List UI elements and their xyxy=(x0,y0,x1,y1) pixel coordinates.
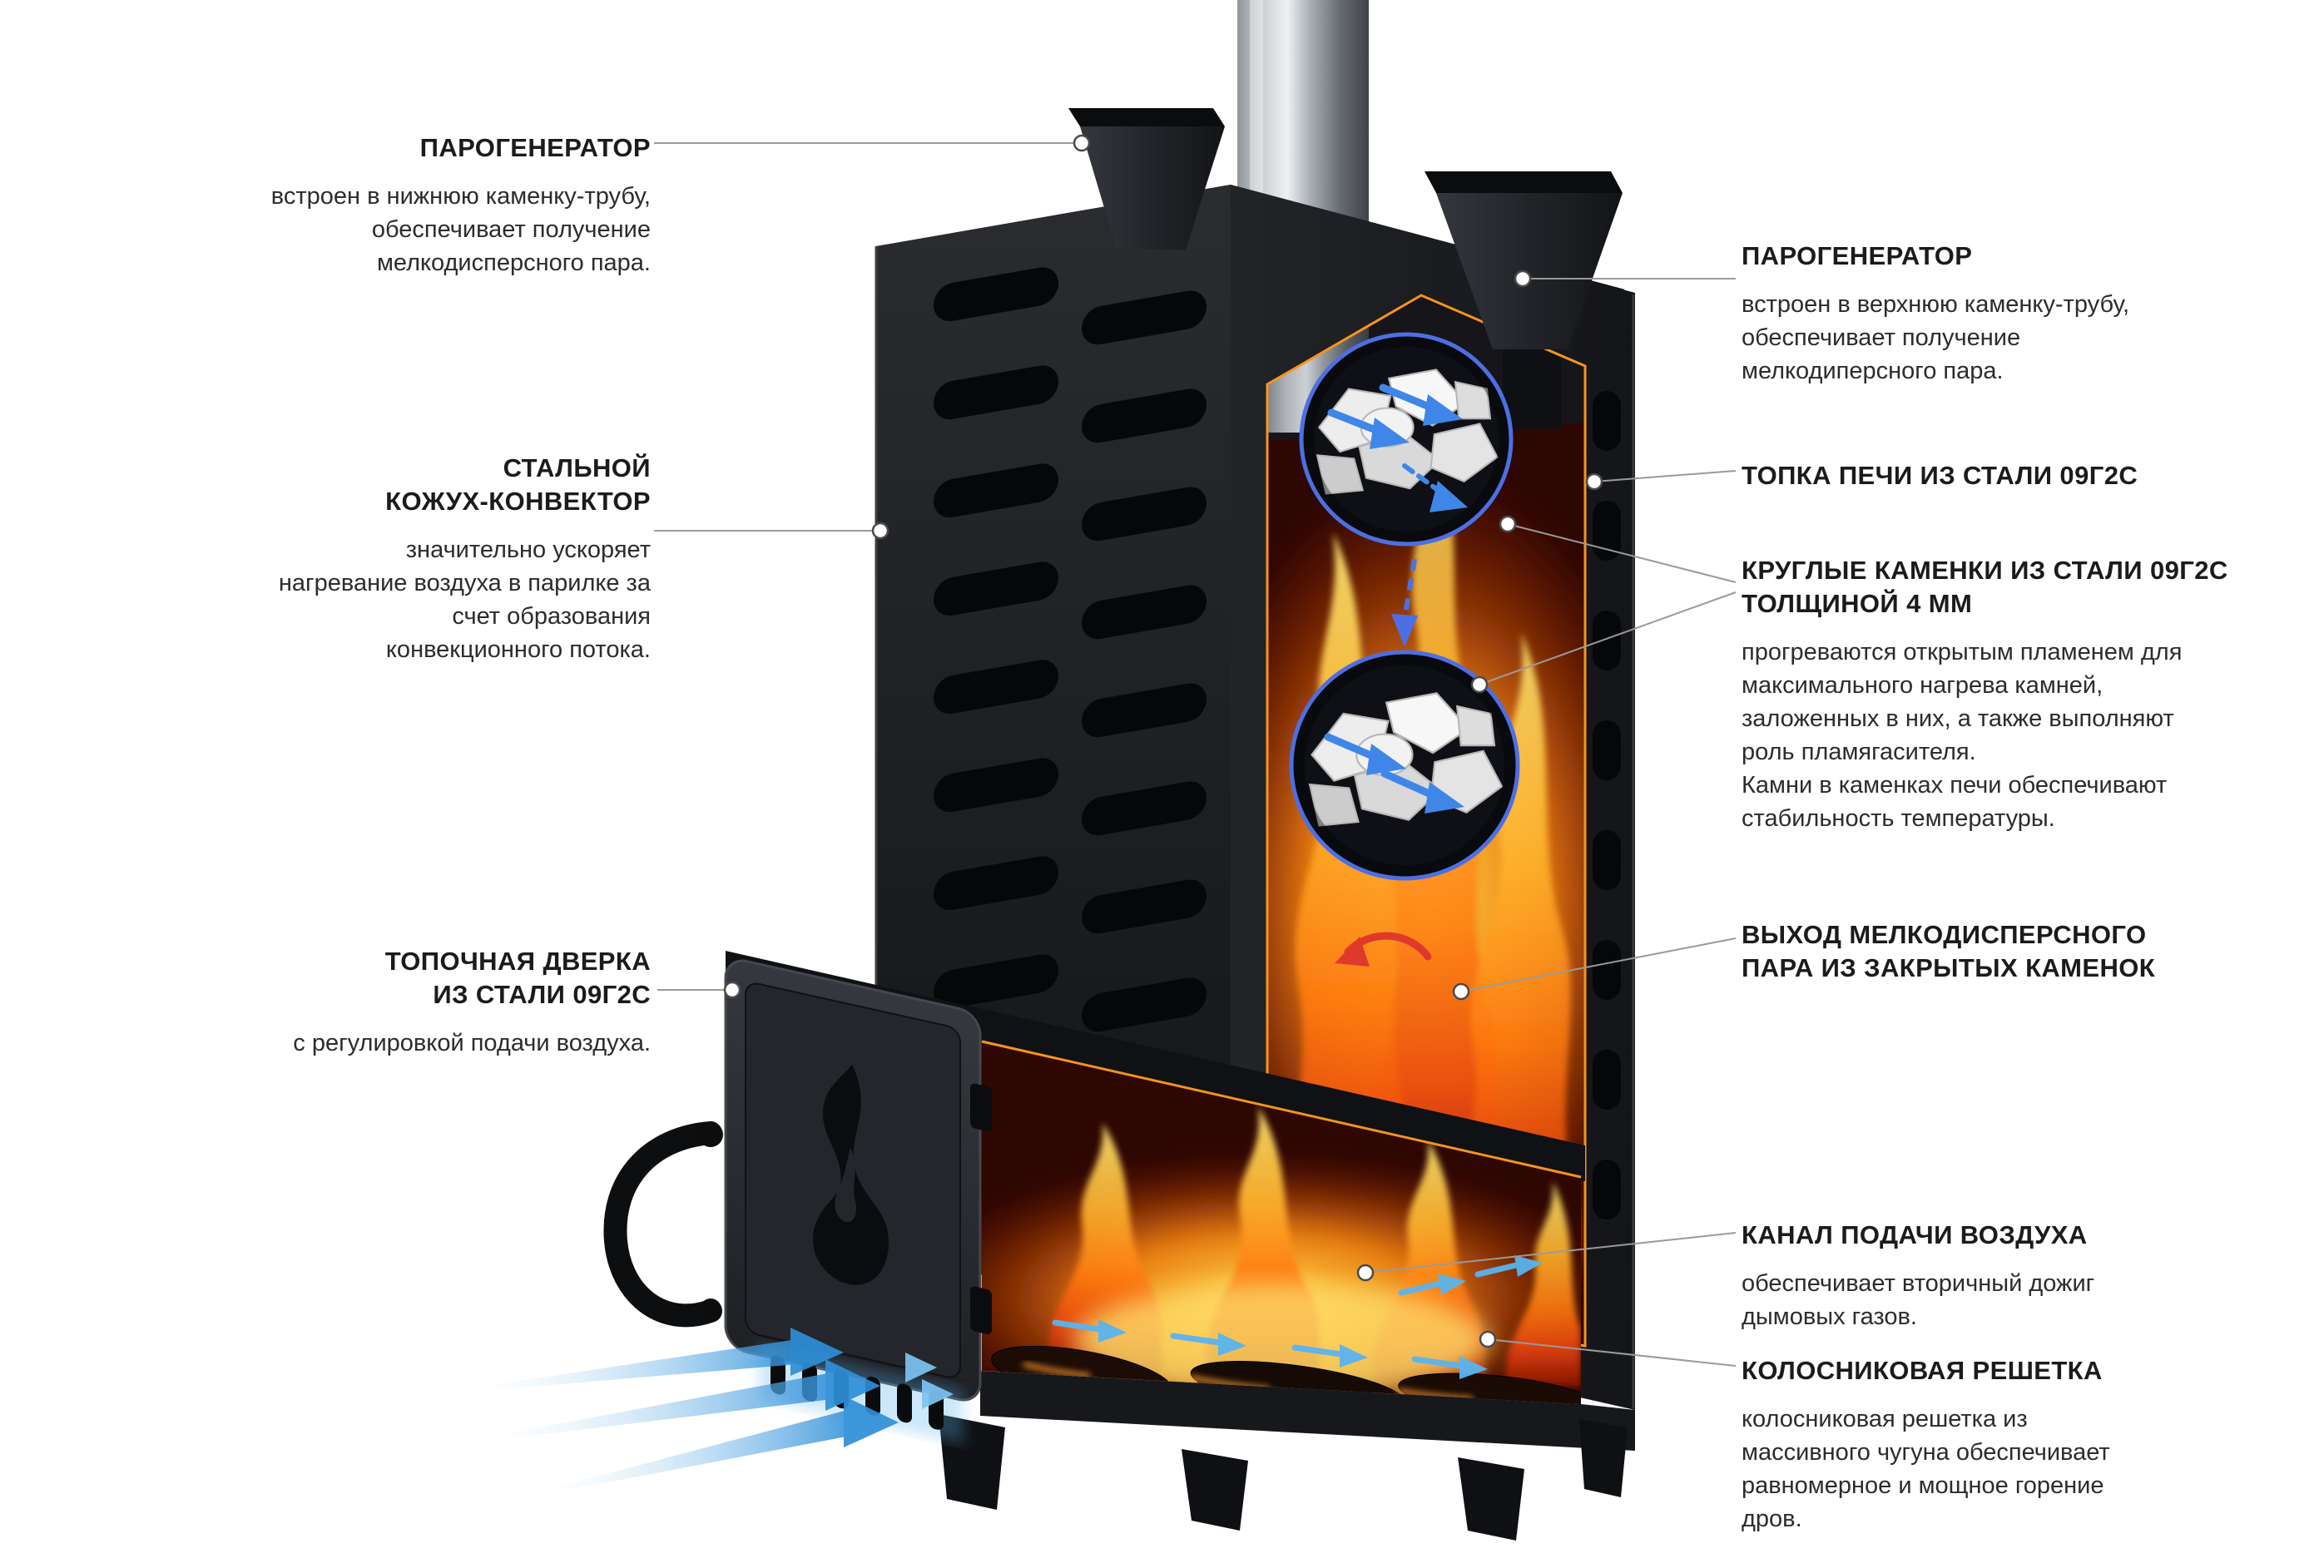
base-legs xyxy=(939,1414,1628,1541)
annotation-grate: КОЛОСНИКОВАЯ РЕШЕТКА колосниковая решетк… xyxy=(1742,1339,2324,1551)
annotation-title: КРУГЛЫЕ КАМЕНКИ ИЗ СТАЛИ 09Г2С ТОЛЩИНОЙ … xyxy=(1742,556,2228,618)
annotation-title: ТОПОЧНАЯ ДВЕРКА ИЗ СТАЛИ 09Г2С xyxy=(384,947,651,1009)
steam-flow-dashed-head xyxy=(1391,614,1418,647)
steam-flow-arrows-bottom xyxy=(1324,733,1464,814)
stove-door xyxy=(724,959,992,1402)
steam-funnel-right xyxy=(1425,171,1623,349)
annotation-title: ВЫХОД МЕЛКОДИСПЕРСНОГО ПАРА ИЗ ЗАКРЫТЫХ … xyxy=(1742,920,2156,982)
funnel-neck-inner xyxy=(1503,343,1561,429)
annotation-parogenerator-lower: ПАРОГЕНЕРАТОР встроен в нижнюю каменку-т… xyxy=(18,116,651,294)
flames-lower xyxy=(1048,1106,1581,1399)
leader-lines xyxy=(654,142,1737,1367)
annotation-body: встроен в нижнюю каменку-трубу, обеспечи… xyxy=(270,183,651,276)
door-handle xyxy=(603,1121,723,1328)
cut-outline-firebox xyxy=(981,1040,1582,1179)
annotation-body: с регулировкой подачи воздуха. xyxy=(293,1030,651,1056)
annotation-title: ПАРОГЕНЕРАТОР xyxy=(419,133,651,162)
annotation-firebox-door: ТОПОЧНАЯ ДВЕРКА ИЗ СТАЛИ 09Г2С с регулир… xyxy=(18,930,651,1075)
annotation-body: встроен в верхнюю каменку-трубу, обеспеч… xyxy=(1742,291,2130,384)
door-hinges xyxy=(970,1083,992,1335)
steam-flow-dashed-connector xyxy=(1402,558,1417,620)
stone-chamber-bottom xyxy=(1289,650,1520,881)
anchor-dots xyxy=(723,134,1603,1348)
annotation-body: прогреваются открытым пламенем для макси… xyxy=(1742,639,2183,832)
annotation-body: колосниковая решетка из массивного чугун… xyxy=(1742,1406,2110,1532)
annotation-body: значительно ускоряет нагревание воздуха … xyxy=(278,537,651,663)
red-flow-arrow xyxy=(1335,932,1432,967)
steam-flow-arrows-top xyxy=(1327,383,1468,512)
annotation-parogenerator-upper: ПАРОГЕНЕРАТОР встроен в верхнюю каменку-… xyxy=(1742,225,2324,403)
annotation-title: КАНАЛ ПОДАЧИ ВОЗДУХА xyxy=(1742,1220,2088,1249)
annotation-air-channel: КАНАЛ ПОДАЧИ ВОЗДУХА обеспечивает вторич… xyxy=(1742,1204,2324,1348)
annotation-round-stone-chambers: КРУГЛЫЕ КАМЕНКИ ИЗ СТАЛИ 09Г2С ТОЛЩИНОЙ … xyxy=(1742,539,2324,850)
annotation-title: ТОПКА ПЕЧИ ИЗ СТАЛИ 09Г2С xyxy=(1742,461,2138,490)
secondary-air-arrows xyxy=(1052,1255,1543,1379)
annotation-title: СТАЛЬНОЙ КОЖУХ-КОНВЕКТОР xyxy=(385,453,651,516)
firebox-sill xyxy=(980,1371,1635,1451)
annotation-furnace-steel: ТОПКА ПЕЧИ ИЗ СТАЛИ 09Г2С xyxy=(1742,444,2324,522)
stone-chamber-top xyxy=(1299,332,1514,547)
annotation-title: КОЛОСНИКОВАЯ РЕШЕТКА xyxy=(1742,1356,2103,1385)
air-intake-arrows xyxy=(491,1328,954,1492)
annotation-steam-outlet: ВЫХОД МЕЛКОДИСПЕРСНОГО ПАРА ИЗ ЗАКРЫТЫХ … xyxy=(1742,903,2324,1015)
annotation-body: обеспечивает вторичный дожиг дымовых газ… xyxy=(1742,1270,2095,1330)
annotation-title: ПАРОГЕНЕРАТОР xyxy=(1742,241,1973,270)
steam-funnel-left xyxy=(1068,108,1225,250)
annotation-steel-convector: СТАЛЬНОЙ КОЖУХ-КОНВЕКТОР значительно уск… xyxy=(18,437,651,681)
